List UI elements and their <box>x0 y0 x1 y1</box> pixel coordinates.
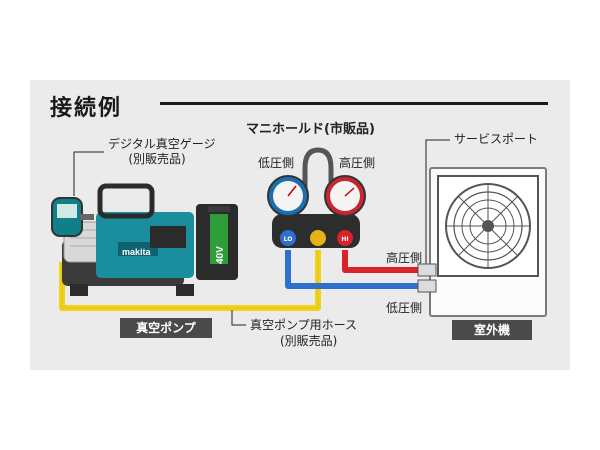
hi-knob-label: HI <box>341 236 348 243</box>
high-side-port-label: 高圧側 <box>386 251 423 265</box>
low-side-gauge-label: 低圧側 <box>258 156 295 170</box>
manifold-icon <box>267 147 366 248</box>
section-title: 接続例 <box>50 96 123 121</box>
service-port-leader <box>425 139 450 270</box>
yellow-hose <box>59 250 321 311</box>
hose-label-line2: (別販売品) <box>280 334 338 348</box>
outdoor-unit-label: 室外機 <box>452 320 532 340</box>
red-hose <box>342 250 432 273</box>
gauge-leader <box>73 151 104 196</box>
digital-gauge-label-line1: デジタル真空ゲージ <box>108 137 216 151</box>
brand-text: makita <box>122 247 152 257</box>
digital-gauge-label-line2: (別販売品) <box>128 152 186 166</box>
manifold-label: マニホールド(市販品) <box>246 122 375 137</box>
blue-hose <box>285 250 432 289</box>
yellow-hose-outline <box>61 250 319 309</box>
lo-knob-label: LO <box>284 236 293 243</box>
hose-label-line1: 真空ポンプ用ホース <box>250 318 358 332</box>
vacuum-pump-icon <box>62 183 238 296</box>
hose-leader <box>231 310 246 326</box>
high-side-gauge-label: 高圧側 <box>339 156 376 170</box>
outdoor-unit-fan-icon <box>417 167 547 317</box>
vacuum-pump-label: 真空ポンプ <box>120 318 212 338</box>
low-side-port-label: 低圧側 <box>386 301 423 315</box>
digital-gauge-icon <box>51 197 94 237</box>
service-port-label: サービスポート <box>454 132 539 146</box>
battery-text: 40V <box>215 246 226 264</box>
title-rule <box>160 102 548 105</box>
